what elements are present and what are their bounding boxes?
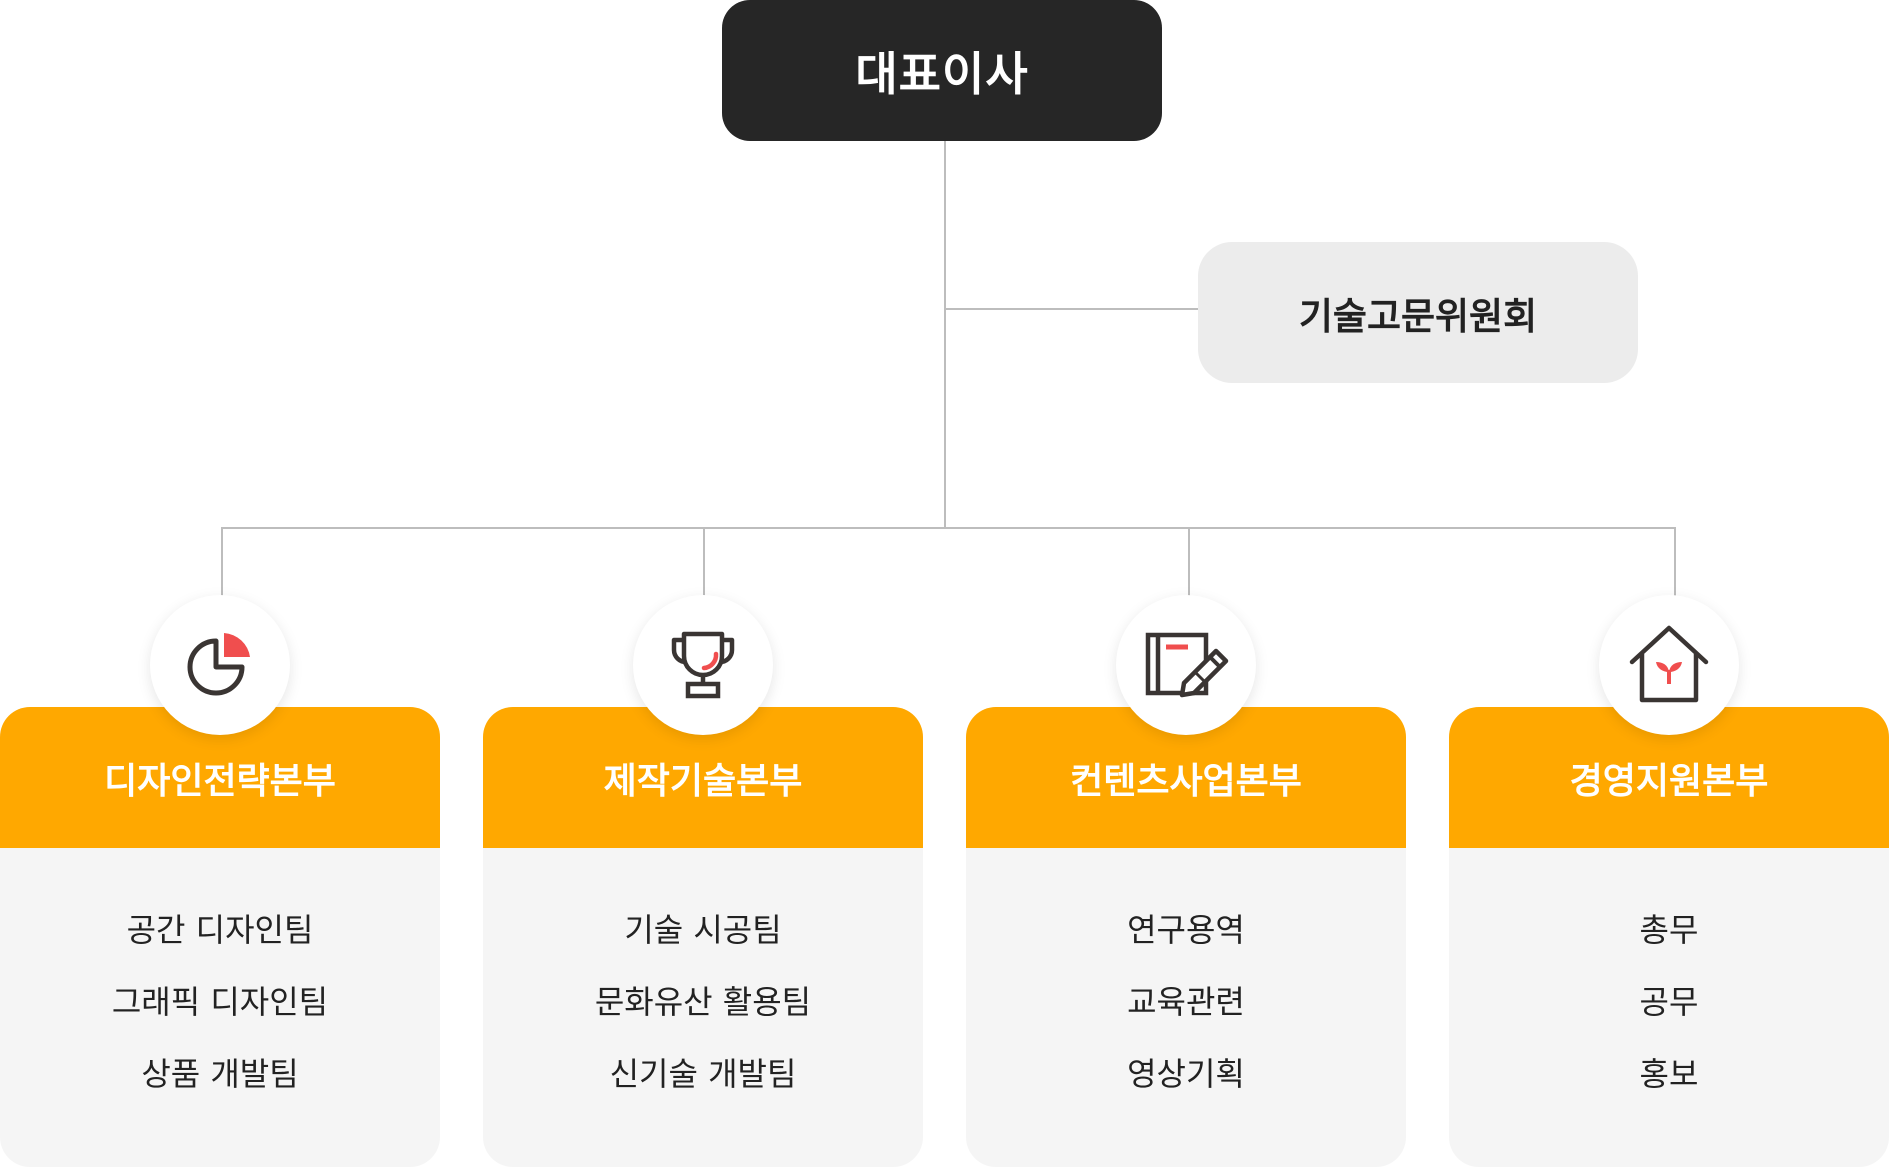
team-item: 홍보 <box>1639 1055 1699 1093</box>
team-item: 총무 <box>1639 911 1699 949</box>
technical-advisory-committee-box: 기술고문위원회 <box>1198 242 1638 383</box>
department-management-support: 경영지원본부 총무 공무 홍보 <box>1449 595 1889 1167</box>
team-item: 연구용역 <box>1127 911 1245 949</box>
department-title: 컨텐츠사업본부 <box>1070 760 1302 802</box>
department-team-list: 공간 디자인팀 그래픽 디자인팀 상품 개발팀 <box>0 848 440 1167</box>
department-title: 디자인전략본부 <box>104 760 336 802</box>
department-team-list: 총무 공무 홍보 <box>1449 848 1889 1167</box>
ceo-label: 대표이사 <box>855 46 1029 101</box>
department-header: 경영지원본부 <box>1449 707 1889 848</box>
department-header: 제작기술본부 <box>483 707 923 848</box>
ceo-vertical-connector <box>944 141 946 528</box>
dept-2-connector <box>703 527 705 597</box>
department-title: 경영지원본부 <box>1569 760 1769 802</box>
department-team-list: 기술 시공팀 문화유산 활용팀 신기술 개발팀 <box>483 848 923 1167</box>
team-item: 공무 <box>1639 983 1699 1021</box>
department-contents-business: 컨텐츠사업본부 연구용역 교육관련 영상기획 <box>966 595 1406 1167</box>
team-item: 영상기획 <box>1127 1055 1245 1093</box>
department-title: 제작기술본부 <box>603 760 803 802</box>
team-item: 기술 시공팀 <box>624 911 782 949</box>
pie-chart-icon <box>150 595 290 735</box>
team-item: 교육관련 <box>1127 983 1245 1021</box>
team-item: 상품 개발팀 <box>141 1055 299 1093</box>
department-team-list: 연구용역 교육관련 영상기획 <box>966 848 1406 1167</box>
team-item: 문화유산 활용팀 <box>594 983 812 1021</box>
departments-horizontal-connector <box>221 527 1676 529</box>
team-item: 공간 디자인팀 <box>126 911 314 949</box>
department-design-strategy: 디자인전략본부 공간 디자인팀 그래픽 디자인팀 상품 개발팀 <box>0 595 440 1167</box>
notebook-pencil-icon <box>1116 595 1256 735</box>
department-header: 컨텐츠사업본부 <box>966 707 1406 848</box>
trophy-icon <box>633 595 773 735</box>
committee-label: 기술고문위원회 <box>1298 294 1538 338</box>
house-sprout-icon <box>1599 595 1739 735</box>
department-production-technology: 제작기술본부 기술 시공팀 문화유산 활용팀 신기술 개발팀 <box>483 595 923 1167</box>
dept-4-connector <box>1674 527 1676 597</box>
ceo-box: 대표이사 <box>722 0 1162 141</box>
committee-connector <box>944 308 1198 310</box>
dept-1-connector <box>221 527 223 597</box>
team-item: 그래픽 디자인팀 <box>111 983 329 1021</box>
dept-3-connector <box>1188 527 1190 597</box>
team-item: 신기술 개발팀 <box>609 1055 797 1093</box>
